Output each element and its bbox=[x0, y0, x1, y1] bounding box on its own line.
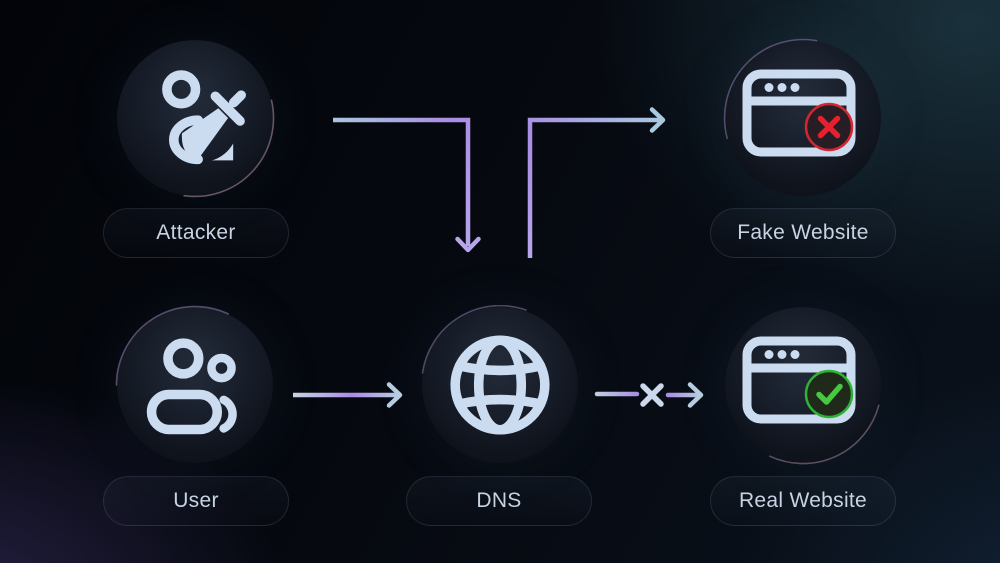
success-check-icon bbox=[816, 383, 843, 405]
arrow-attacker-to-dns bbox=[333, 117, 481, 253]
label-dns: DNS bbox=[406, 476, 592, 526]
label-real-website-text: Real Website bbox=[738, 489, 868, 512]
node-fake-website bbox=[723, 38, 881, 196]
arrow-user-to-dns bbox=[293, 382, 403, 408]
arrow-dns-to-fake-website bbox=[527, 107, 666, 258]
attacker-sword-icon bbox=[162, 70, 246, 165]
users-icon bbox=[146, 338, 237, 435]
highlight-ring bbox=[769, 404, 880, 465]
globe-icon bbox=[450, 335, 550, 435]
browser-window-icon bbox=[742, 336, 856, 424]
label-dns-text: DNS bbox=[476, 489, 522, 512]
label-attacker: Attacker bbox=[103, 208, 289, 258]
highlight-ring bbox=[421, 305, 527, 374]
label-fake-website-text: Fake Website bbox=[737, 221, 869, 244]
label-attacker-text: Attacker bbox=[156, 221, 236, 244]
blocked-x-icon bbox=[640, 383, 664, 407]
highlight-ring bbox=[115, 305, 229, 386]
node-user bbox=[115, 305, 273, 463]
highlight-ring bbox=[723, 38, 818, 140]
label-user-text: User bbox=[173, 489, 219, 512]
error-cross-icon bbox=[817, 115, 841, 139]
node-real-website bbox=[725, 307, 881, 465]
highlight-ring bbox=[183, 99, 275, 198]
label-real-website: Real Website bbox=[710, 476, 896, 526]
error-badge bbox=[804, 102, 854, 152]
arrow-dns-to-real-website-blocked bbox=[594, 382, 704, 408]
success-badge bbox=[804, 369, 854, 419]
node-attacker bbox=[117, 40, 275, 198]
browser-window-icon bbox=[742, 69, 856, 157]
label-user: User bbox=[103, 476, 289, 526]
node-dns bbox=[421, 305, 578, 463]
label-fake-website: Fake Website bbox=[710, 208, 896, 258]
